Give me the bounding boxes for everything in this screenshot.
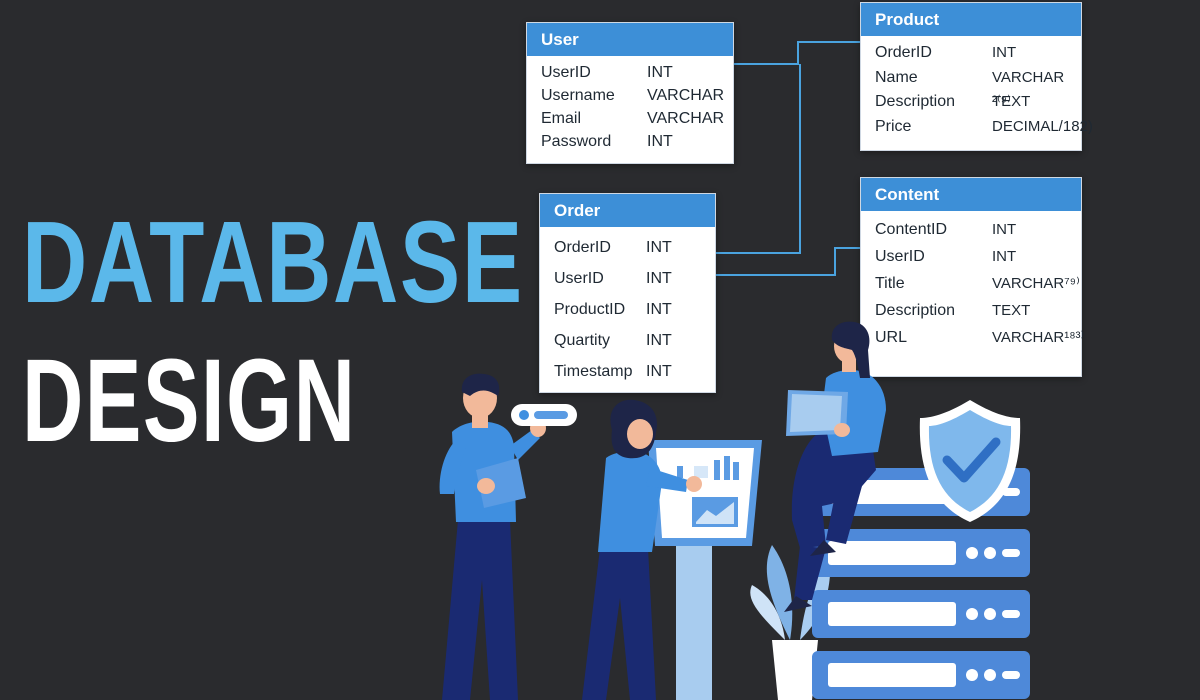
field-name: OrderID bbox=[875, 44, 932, 61]
field-row: Price DECIMAL/182) bbox=[861, 115, 1093, 140]
field-name: ProductID bbox=[554, 301, 626, 318]
field-name: Email bbox=[541, 110, 582, 127]
field-name: Description bbox=[875, 302, 956, 319]
field-type: INT bbox=[647, 64, 673, 81]
entity-order-title: Order bbox=[540, 194, 715, 227]
field-name: UserID bbox=[554, 270, 604, 287]
person-with-laptop-icon bbox=[784, 321, 886, 612]
field-type: DECIMAL/182) bbox=[992, 117, 1093, 135]
field-type: VARCHAR ²⁽⁹⁾ bbox=[992, 68, 1065, 111]
field-name: Name bbox=[875, 68, 918, 86]
field-name: Description bbox=[875, 93, 956, 110]
entity-product-fields: OrderID INT Name VARCHAR ²⁽⁹⁾ Description T… bbox=[861, 36, 1093, 143]
field-type: INT bbox=[646, 363, 672, 380]
field-type: INT bbox=[646, 239, 672, 256]
field-name: Quartity bbox=[554, 332, 611, 349]
field-row: ContentID INT bbox=[861, 216, 1081, 243]
field-name: URL bbox=[875, 329, 908, 346]
connector-user-product bbox=[732, 41, 860, 65]
field-row: Username VARCHAR bbox=[527, 84, 733, 107]
field-type: VARCHAR⁷⁹⁾ bbox=[992, 275, 1080, 292]
field-name: Timestamp bbox=[554, 363, 633, 380]
entity-content-title: Content bbox=[861, 178, 1081, 211]
headline-design: DESIGN bbox=[22, 335, 357, 467]
entity-user-title: User bbox=[527, 23, 733, 56]
connector-order-content bbox=[714, 247, 860, 276]
field-row: Timestamp INT bbox=[540, 356, 715, 387]
person-with-tablet-icon bbox=[439, 373, 577, 700]
field-name: UserID bbox=[875, 248, 925, 265]
field-row: Title VARCHAR⁷⁹⁾ bbox=[861, 270, 1081, 297]
entity-product[interactable]: Product OrderID INT Name VARCHAR ²⁽⁹⁾ Desc… bbox=[860, 2, 1093, 151]
field-type: VARCHAR bbox=[647, 110, 725, 127]
field-type: VARCHAR¹⁸³⁾ bbox=[992, 329, 1085, 346]
plant-icon bbox=[750, 545, 831, 700]
field-row: Quartity INT bbox=[540, 325, 715, 356]
field-row: ProductID INT bbox=[540, 294, 715, 325]
field-type: VARCHAR bbox=[647, 87, 725, 104]
field-name: Title bbox=[875, 275, 905, 292]
field-name: UserID bbox=[541, 64, 591, 81]
field-row: OrderID INT bbox=[540, 232, 715, 263]
field-type: INT bbox=[646, 332, 672, 349]
field-type: TEXT bbox=[992, 93, 1031, 110]
field-name: OrderID bbox=[554, 239, 611, 256]
field-name: Password bbox=[541, 133, 612, 150]
security-shield-icon bbox=[919, 400, 1021, 522]
field-type: TEXT bbox=[992, 302, 1031, 319]
field-type: INT bbox=[992, 44, 1017, 61]
headline-database: DATABASE bbox=[22, 197, 524, 327]
field-row: UserID INT bbox=[861, 243, 1081, 270]
field-name: Price bbox=[875, 117, 912, 135]
field-name: Username bbox=[541, 87, 615, 104]
field-row: OrderID INT bbox=[861, 41, 1081, 66]
field-row: UserID INT bbox=[540, 263, 715, 294]
entity-content-fields: ContentID INT UserID INT Title VARCHAR⁷⁹⁾ D… bbox=[861, 211, 1085, 355]
field-row: UserID INT bbox=[527, 61, 733, 84]
field-type: INT bbox=[646, 301, 672, 318]
dashboard-screen-icon bbox=[648, 440, 762, 700]
entity-order-fields: OrderID INT UserID INT ProductID INT Quarti… bbox=[540, 227, 715, 391]
field-type: INT bbox=[647, 133, 673, 150]
field-row: Name VARCHAR ²⁽⁹⁾ bbox=[861, 66, 1081, 111]
field-row: Password INT bbox=[527, 130, 733, 153]
field-row: Description TEXT bbox=[861, 297, 1081, 324]
person-at-dashboard-icon bbox=[582, 399, 702, 700]
connector-order-product bbox=[714, 64, 801, 254]
entity-order[interactable]: Order OrderID INT UserID INT ProductID INT … bbox=[539, 193, 716, 393]
field-type: INT bbox=[992, 221, 1017, 238]
field-type: INT bbox=[646, 270, 672, 287]
field-row: URL VARCHAR¹⁸³⁾ bbox=[861, 324, 1085, 351]
field-type: INT bbox=[992, 248, 1017, 265]
field-row: Description TEXT bbox=[861, 90, 1081, 115]
field-name: ContentID bbox=[875, 221, 948, 238]
entity-product-title: Product bbox=[861, 3, 1081, 36]
field-row: Email VARCHAR bbox=[527, 107, 733, 130]
